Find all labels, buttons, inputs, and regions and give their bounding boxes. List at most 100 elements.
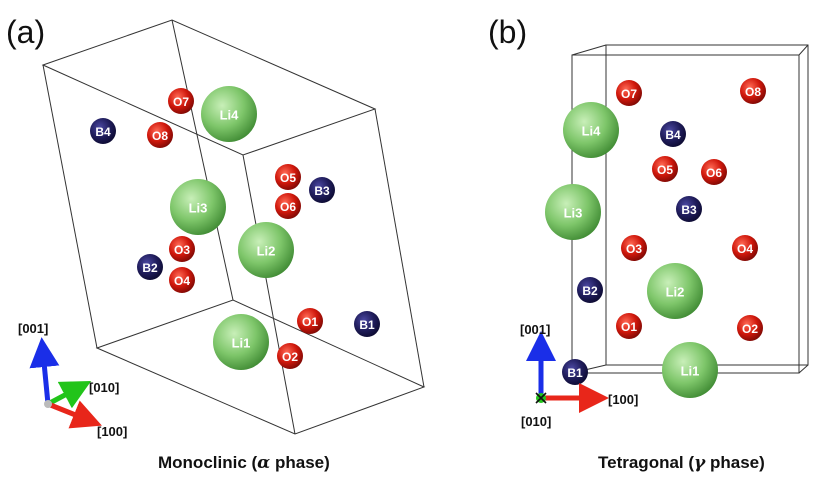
z-axis-label: [001] (18, 321, 48, 336)
z-axis-arrow (29, 337, 60, 405)
atom-label: Li3 (189, 201, 208, 216)
atom-sphere (660, 121, 686, 147)
z-axis-label: [001] (520, 322, 550, 337)
panel-b-atom-b2: B2 (577, 277, 603, 303)
panel-a-atom-o5: O5 (275, 164, 301, 190)
panel-a-atom-b4: B4 (90, 118, 116, 144)
panel-b-label: (b) (488, 14, 528, 50)
y-axis-label: [010] (521, 414, 551, 429)
atom-sphere (201, 86, 257, 142)
panel-b-atom-o7: O7 (616, 80, 642, 106)
atom-label: Li3 (564, 206, 583, 221)
atom-label: O3 (626, 242, 642, 256)
panel-a-label: (a) (6, 14, 46, 50)
panel-b-atom-li1: Li1 (662, 342, 718, 398)
atom-label: O1 (302, 315, 318, 329)
panel-b-atom-o4: O4 (732, 235, 758, 261)
atom-sphere (621, 235, 647, 261)
atom-label: B4 (665, 128, 681, 142)
atom-label: O8 (745, 85, 761, 99)
panel-a-atom-o6: O6 (275, 193, 301, 219)
atom-sphere (732, 235, 758, 261)
panel-a-atom-o7: O7 (168, 88, 194, 114)
panel-a-atom-o4: O4 (169, 267, 195, 293)
panel-a-atom-li2: Li2 (238, 222, 294, 278)
atom-sphere (90, 118, 116, 144)
atom-sphere (137, 254, 163, 280)
panel-a-atom-o1: O1 (297, 308, 323, 334)
panel-a-unit-cell (41, 19, 426, 435)
atom-label: B1 (567, 366, 583, 380)
atom-sphere (563, 102, 619, 158)
panel-b-atom-li2: Li2 (647, 263, 703, 319)
y-axis-arrow (46, 380, 92, 409)
panel-b-axes: [001] [100] [010] (520, 322, 638, 429)
panel-a-atom-o2: O2 (277, 343, 303, 369)
atom-sphere (213, 314, 269, 370)
atom-label: O5 (657, 163, 673, 177)
atom-label: O6 (280, 200, 296, 214)
panel-a-atom-o3: O3 (169, 236, 195, 262)
atom-label: Li2 (666, 285, 685, 300)
panel-b-atom-b1: B1 (562, 359, 588, 385)
panel-b-caption: Tetragonal (γ phase) (598, 453, 765, 473)
atom-label: O2 (282, 350, 298, 364)
atom-label: O1 (621, 320, 637, 334)
atom-sphere (354, 311, 380, 337)
atom-sphere (238, 222, 294, 278)
panel-b-atom-o2: O2 (737, 315, 763, 341)
panel-b-atom-b3: B3 (676, 196, 702, 222)
atom-label: B3 (681, 203, 697, 217)
panel-a-atom-o8: O8 (147, 122, 173, 148)
panel-a-atom-li3: Li3 (170, 179, 226, 235)
atom-sphere (562, 359, 588, 385)
panel-b-atom-o3: O3 (621, 235, 647, 261)
atom-sphere (647, 263, 703, 319)
panel-a-atom-b3: B3 (309, 177, 335, 203)
atom-sphere (169, 267, 195, 293)
panel-a-atom-b1: B1 (354, 311, 380, 337)
atom-label: O4 (174, 274, 190, 288)
panel-b-atom-b4: B4 (660, 121, 686, 147)
atom-sphere (309, 177, 335, 203)
atom-label: Li4 (220, 108, 240, 123)
atom-sphere (170, 179, 226, 235)
y-axis-label: [010] (89, 380, 119, 395)
atom-label: B2 (142, 261, 158, 275)
atom-sphere (545, 184, 601, 240)
atom-label: O8 (152, 129, 168, 143)
atom-label: O7 (173, 95, 189, 109)
panel-b-atom-o6: O6 (701, 159, 727, 185)
atom-label: B3 (314, 184, 330, 198)
panel-a-atom-li1: Li1 (213, 314, 269, 370)
atom-label: O7 (621, 87, 637, 101)
atom-label: Li1 (232, 336, 251, 351)
atom-sphere (169, 236, 195, 262)
atom-label: O3 (174, 243, 190, 257)
atom-sphere (701, 159, 727, 185)
atom-label: O4 (737, 242, 753, 256)
atom-label: O5 (280, 171, 296, 185)
atom-label: Li4 (582, 124, 602, 139)
panel-a-axes: [001] [010] [100] (18, 321, 127, 439)
y-axis-cross-icon (535, 392, 547, 404)
atom-sphere (297, 308, 323, 334)
x-axis-label: [100] (608, 392, 638, 407)
atom-sphere (676, 196, 702, 222)
panel-a-atom-li4: Li4 (201, 86, 257, 142)
origin-dot (44, 400, 52, 408)
atom-sphere (275, 164, 301, 190)
atom-sphere (662, 342, 718, 398)
panel-b-atom-o1: O1 (616, 313, 642, 339)
panel-a-caption: Monoclinic (α phase) (158, 453, 330, 473)
panel-b-atom-o5: O5 (652, 156, 678, 182)
atom-sphere (577, 277, 603, 303)
atom-label: O6 (706, 166, 722, 180)
atom-sphere (616, 80, 642, 106)
atom-label: Li2 (257, 244, 276, 259)
x-axis-label: [100] (97, 424, 127, 439)
atom-sphere (275, 193, 301, 219)
